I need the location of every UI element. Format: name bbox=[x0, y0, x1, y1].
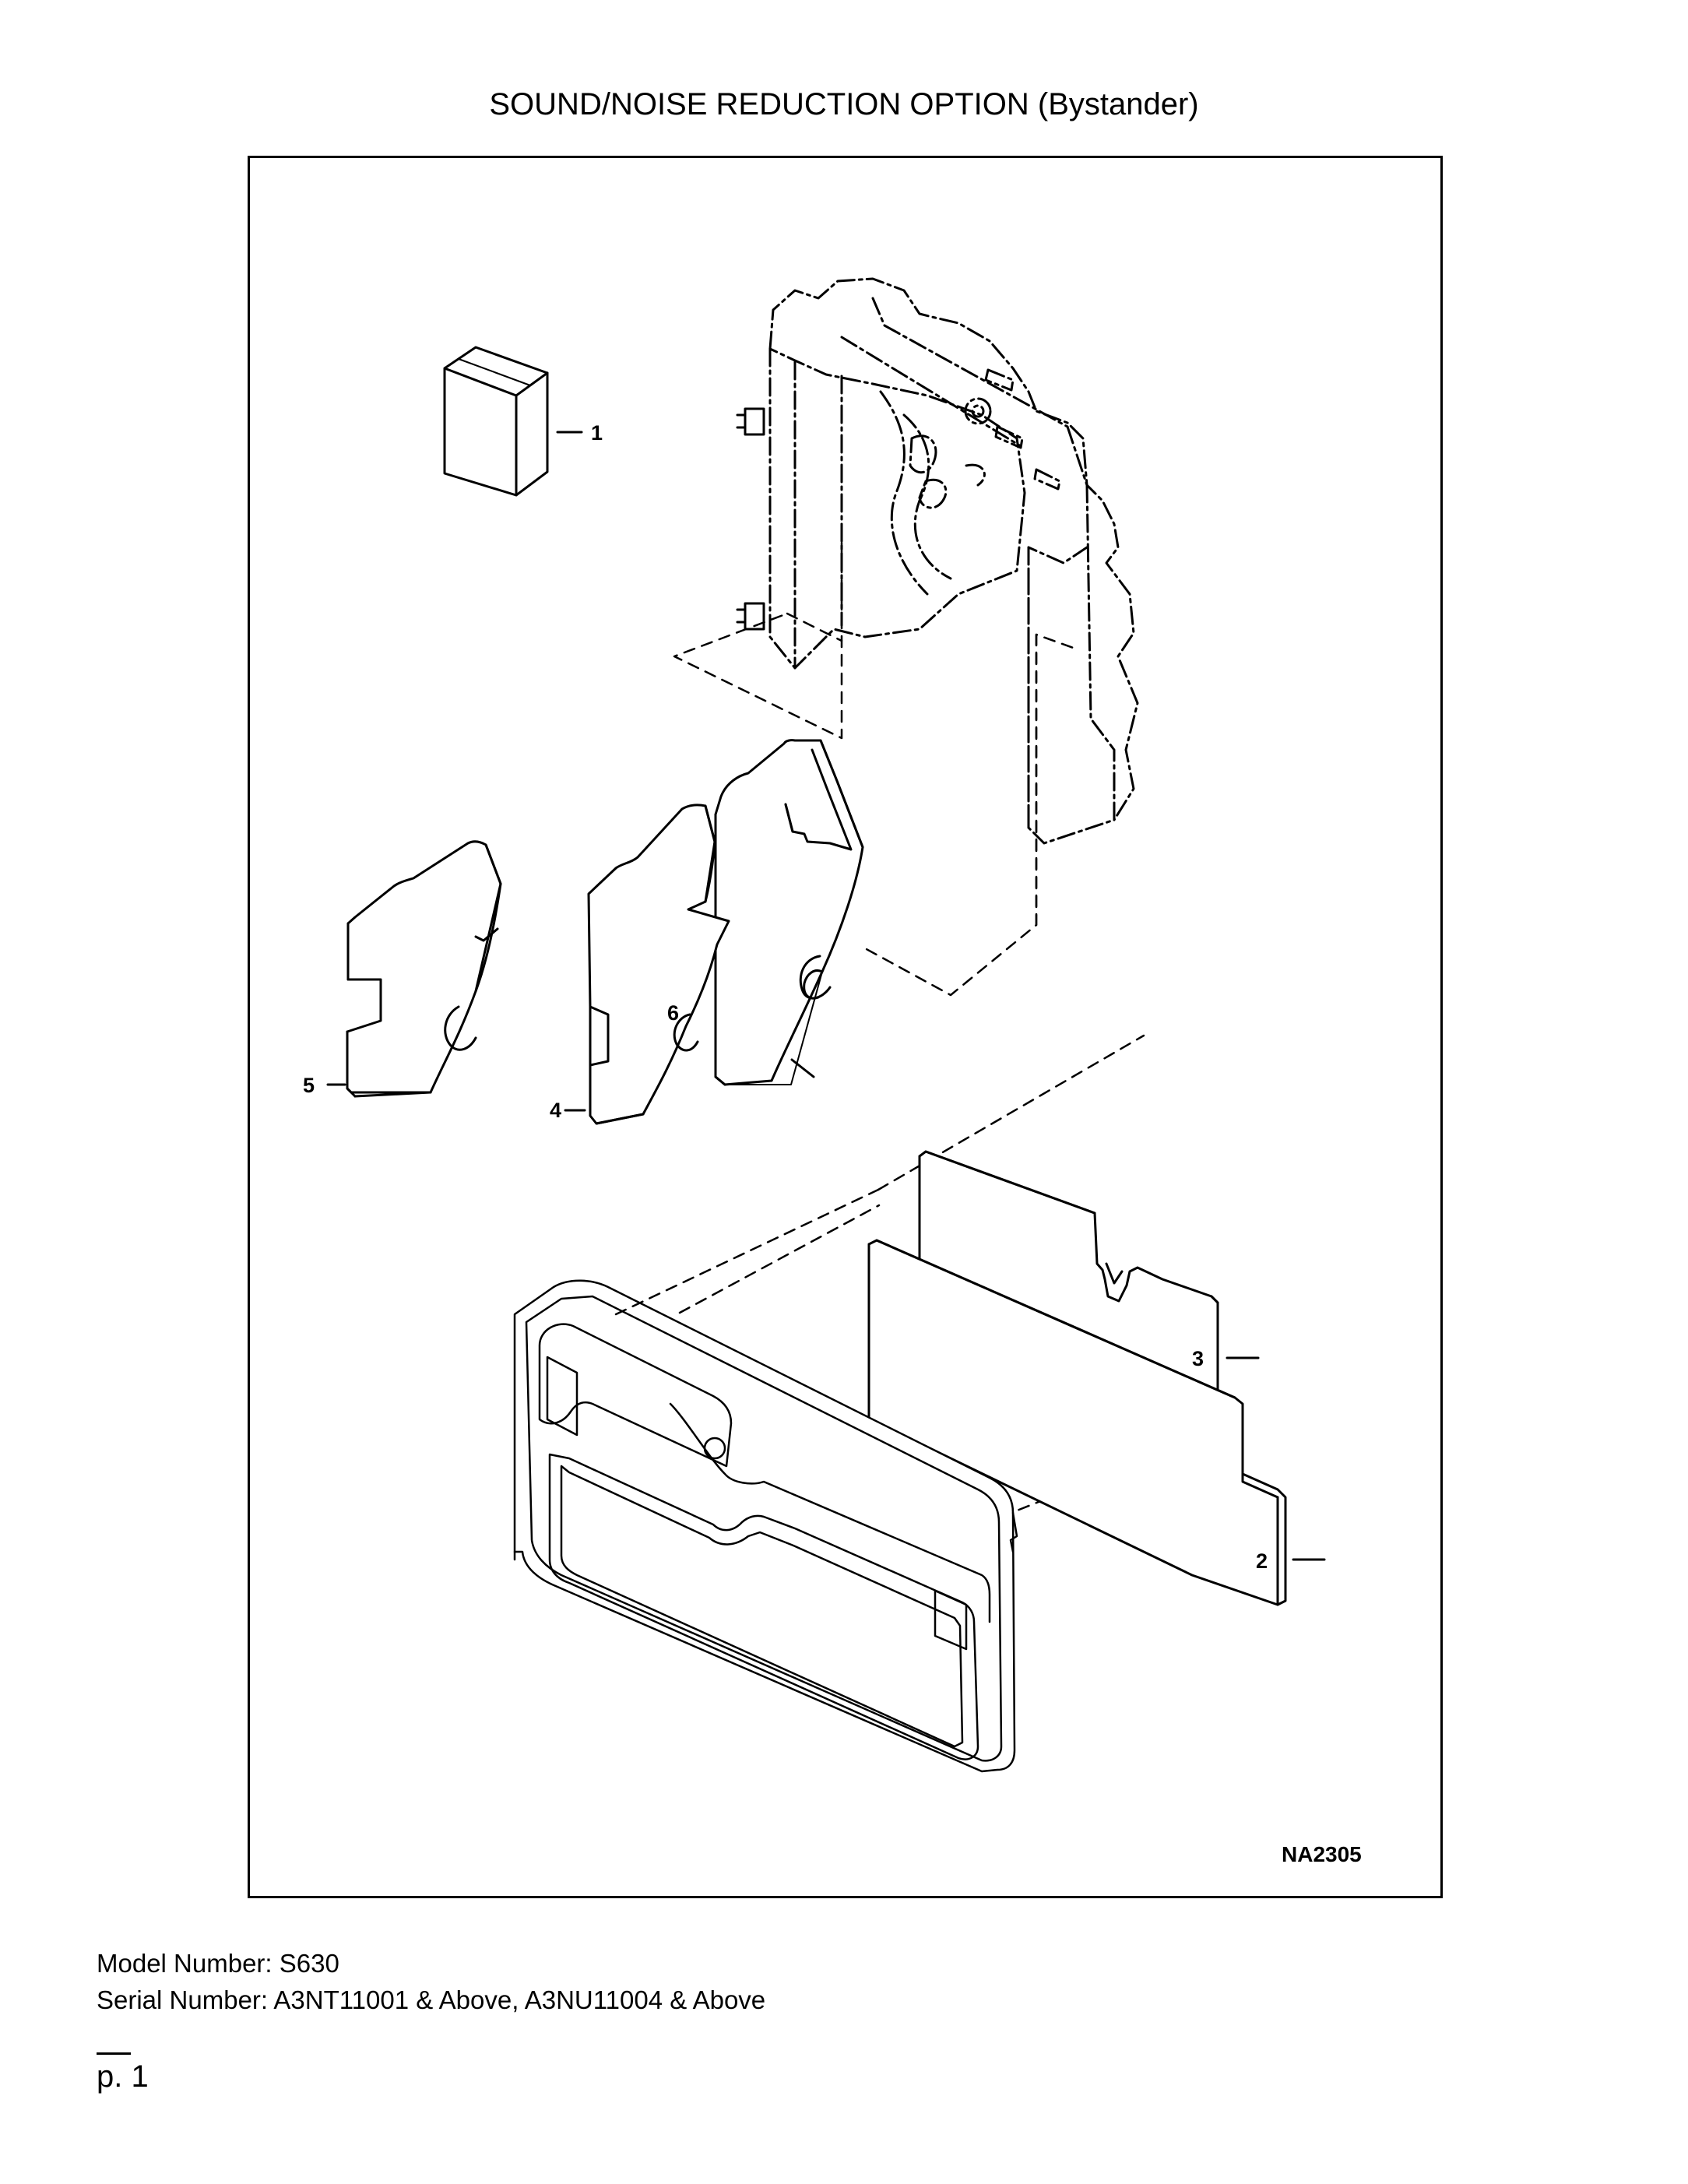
part-5-panel bbox=[326, 840, 502, 1098]
rear-door-panel bbox=[513, 1279, 1018, 1773]
serial-number: Serial Number: A3NT11001 & Above, A3NU11… bbox=[97, 1985, 766, 2014]
hinge-brackets bbox=[736, 407, 765, 631]
model-number: Model Number: S630 bbox=[97, 1949, 339, 1978]
parts-diagram: 1 2 3 4 5 6 NA2305 bbox=[303, 277, 1362, 1866]
callout-4: 4 bbox=[550, 1099, 561, 1122]
callout-5: 5 bbox=[303, 1074, 315, 1097]
part-4-panel bbox=[564, 804, 730, 1125]
callout-2: 2 bbox=[1256, 1549, 1268, 1573]
part-6-panel bbox=[714, 739, 864, 1086]
callout-3: 3 bbox=[1192, 1347, 1204, 1370]
parts-diagram-frame: 1 2 3 4 5 6 NA2305 bbox=[248, 156, 1443, 1898]
machine-frame-outline bbox=[768, 277, 1139, 845]
callout-6: 6 bbox=[667, 1001, 679, 1025]
page-divider bbox=[97, 2052, 131, 2055]
callout-1: 1 bbox=[591, 421, 603, 445]
page-number: p. 1 bbox=[97, 2059, 149, 2094]
page-title: SOUND/NOISE REDUCTION OPTION (Bystander) bbox=[489, 87, 1199, 121]
door-dashed-lines bbox=[614, 1188, 880, 1316]
part-1-foam-block bbox=[443, 346, 583, 497]
figure-code: NA2305 bbox=[1282, 1842, 1362, 1866]
